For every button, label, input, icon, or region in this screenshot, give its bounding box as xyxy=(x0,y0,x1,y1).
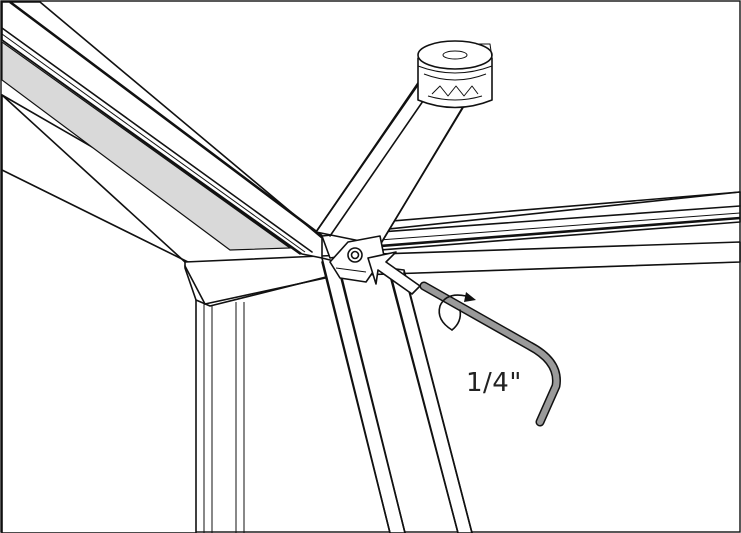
hex-key-icon xyxy=(419,281,561,427)
top-ledge xyxy=(184,241,741,307)
glass-panel xyxy=(1,40,292,251)
corner-posts xyxy=(321,257,473,533)
wrench-size-label: 1/4" xyxy=(466,368,522,398)
right-roof-beam xyxy=(321,191,741,259)
rotate-arrow-icon xyxy=(438,292,476,331)
pointer-arrow-icon xyxy=(367,251,421,295)
left-roof-beam xyxy=(1,0,323,259)
ceiling-light-icon xyxy=(417,40,493,109)
